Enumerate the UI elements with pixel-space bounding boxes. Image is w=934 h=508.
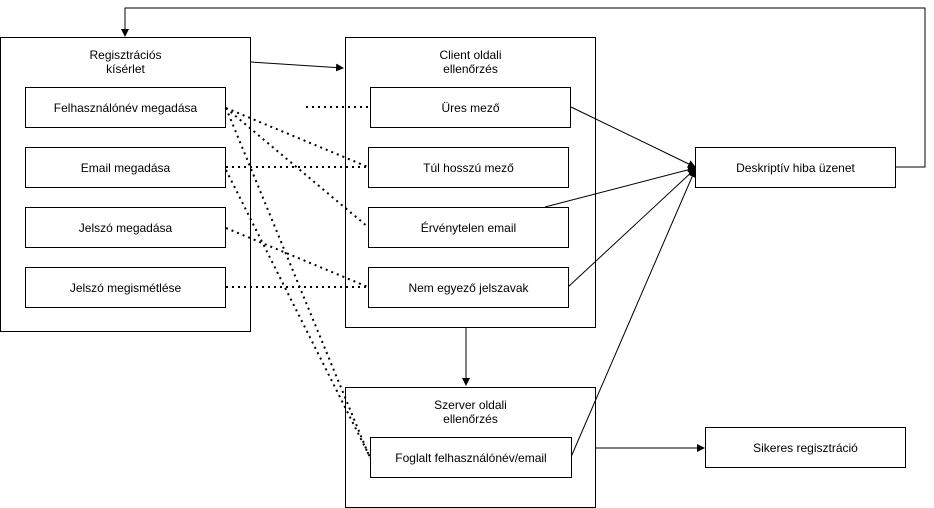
password-input-step: Jelszó megadása [25, 207, 226, 248]
link-username-toolong [225, 107, 369, 168]
password-mismatch-check: Nem egyező jelszavak [368, 267, 569, 308]
link-username-invalid [225, 107, 369, 228]
successful-registration: Sikeres regisztráció [705, 427, 906, 468]
email-input-step: Email megadása [25, 147, 226, 188]
server-check-group-title: Szerver oldali ellenőrzés [434, 398, 507, 426]
arrow-empty-to-error [570, 106, 696, 168]
too-long-field-check: Túl hosszú mező [368, 147, 569, 188]
client-check-group-title: Client oldali ellenőrzés [439, 48, 502, 76]
arrow-mismatch-to-error [567, 168, 696, 288]
registration-group: Regisztrációs kísérlet [0, 37, 251, 332]
registration-group-title: Regisztrációs kísérlet [89, 48, 162, 76]
username-input-step: Felhasználónév megadása [25, 87, 226, 128]
link-password-mismatch [225, 227, 369, 288]
taken-username-email-check: Foglalt felhasználónév/email [370, 437, 572, 478]
arrow-taken-to-error [570, 169, 696, 458]
empty-field-check: Üres mező [370, 87, 571, 128]
client-check-group: Client oldali ellenőrzés [345, 37, 596, 328]
invalid-email-check: Érvénytelen email [368, 207, 569, 248]
descriptive-error-message: Deskriptív hiba üzenet [695, 147, 896, 188]
arrow-error-retry-loop [121, 7, 926, 168]
arrow-invalid-to-error [544, 165, 696, 208]
password-repeat-input-step: Jelszó megismétlése [25, 267, 226, 308]
arrow-registration-to-client [250, 61, 344, 72]
